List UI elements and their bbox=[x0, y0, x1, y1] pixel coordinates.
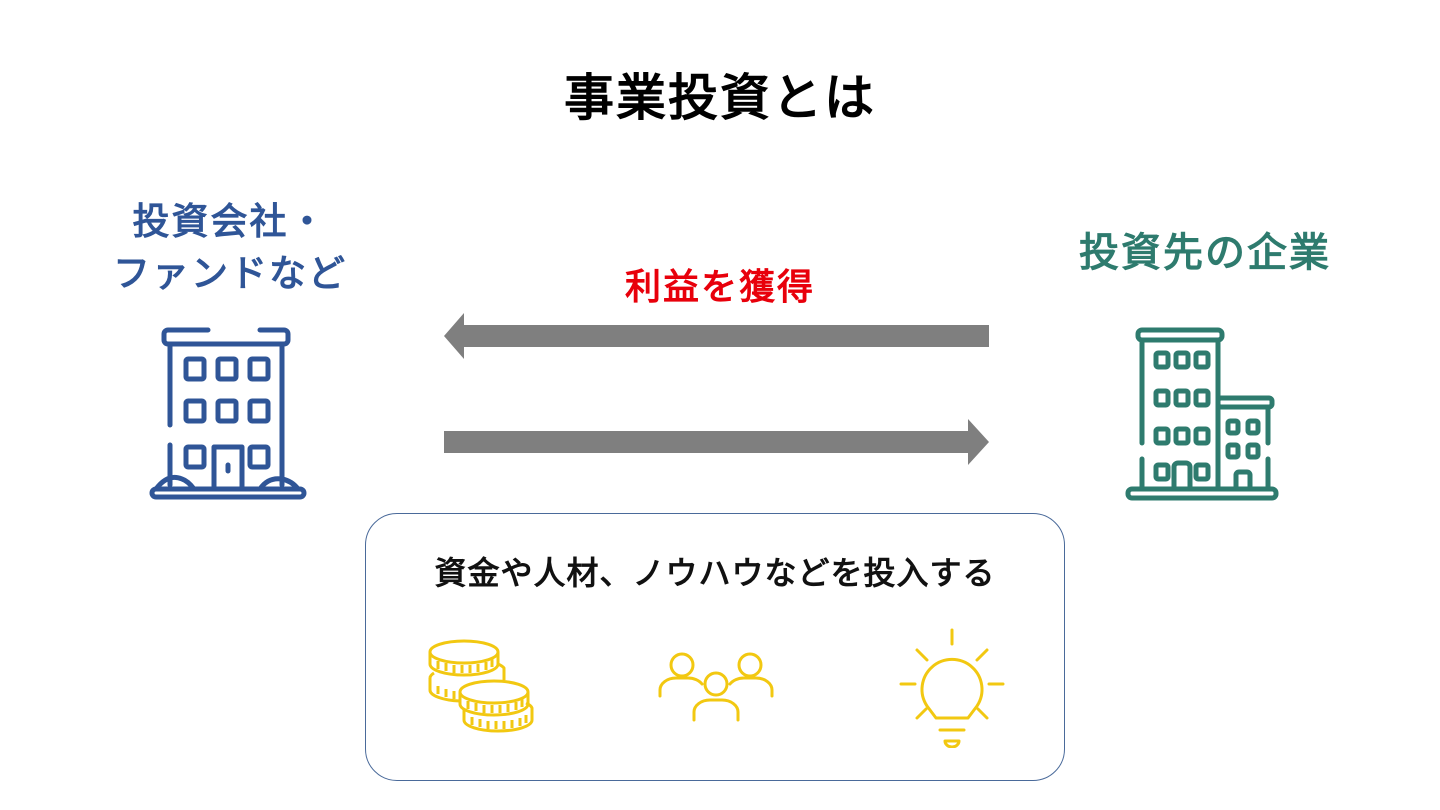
profit-label: 利益を獲得 bbox=[624, 267, 815, 308]
investment-description: 資金や人材、ノウハウなどを投入する bbox=[434, 554, 996, 592]
office-building-icon bbox=[148, 325, 308, 503]
investee-label: 投資先の企業 bbox=[1079, 230, 1331, 276]
lightbulb-icon bbox=[895, 626, 1010, 749]
investment-arrow bbox=[444, 419, 989, 465]
investor-label-line2: ファンドなど bbox=[113, 252, 347, 295]
coins-icon bbox=[420, 636, 545, 736]
investor-label-line1: 投資会社・ bbox=[132, 200, 328, 243]
investment-box bbox=[365, 513, 1065, 781]
company-buildings-icon bbox=[1122, 325, 1282, 503]
investor-label: 投資会社・ ファンドなど bbox=[80, 196, 380, 300]
return-arrow bbox=[444, 313, 989, 359]
page-title: 事業投資とは bbox=[564, 69, 876, 127]
people-icon bbox=[656, 650, 776, 725]
